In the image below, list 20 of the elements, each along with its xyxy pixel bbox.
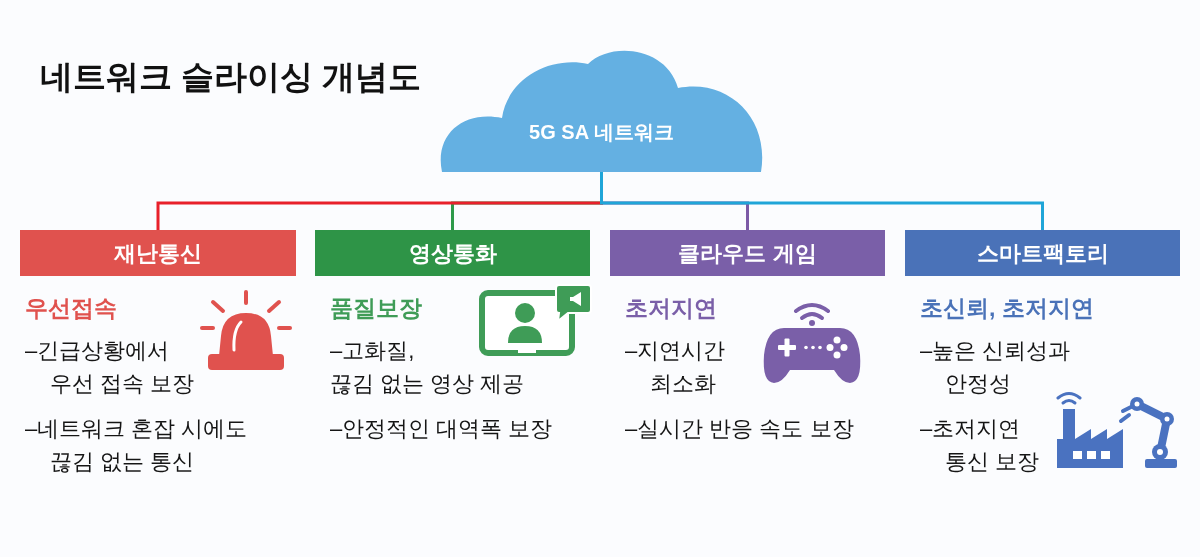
category-header: 재난통신 xyxy=(20,230,296,276)
category-header: 클라우드 게임 xyxy=(610,230,885,276)
category-header: 영상통화 xyxy=(315,230,590,276)
bullet-text: –초저지연 통신 보장 xyxy=(920,416,1040,474)
feature-heading: 품질보장 xyxy=(330,295,422,321)
connector-line xyxy=(600,172,1044,230)
cloud-label: 5G SA 네트워크 xyxy=(529,120,674,145)
feature-heading: 초저지연 xyxy=(625,295,717,321)
cloud-shape xyxy=(438,48,765,172)
bullet-text: –안정적인 대역폭 보장 xyxy=(330,416,553,441)
feature-heading: 우선접속 xyxy=(25,295,117,321)
bullet-text: –지연시간 최소화 xyxy=(625,338,726,396)
bullet-text: –긴급상황에서 우선 접속 보장 xyxy=(25,338,195,396)
bullet-text: –높은 신뢰성과 안정성 xyxy=(920,338,1071,396)
feature-heading: 초신뢰, 초저지연 xyxy=(920,295,1094,321)
bullet-text: –네트워크 혼잡 시에도 끊김 없는 통신 xyxy=(25,416,248,474)
category-header: 스마트팩토리 xyxy=(905,230,1180,276)
diagram-title: 네트워크 슬라이싱 개념도 xyxy=(40,57,422,97)
bullet-text: –실시간 반응 속도 보장 xyxy=(625,416,854,441)
bullet-text: –고화질, 끊김 없는 영상 제공 xyxy=(330,338,525,396)
